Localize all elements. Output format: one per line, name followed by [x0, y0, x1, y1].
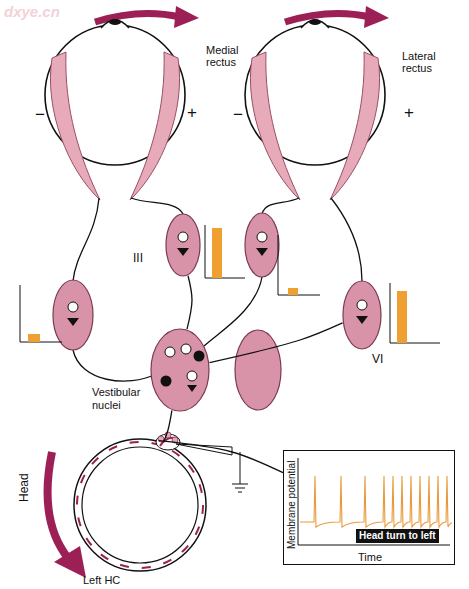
nerve-fiber — [331, 198, 362, 281]
cornea — [301, 20, 329, 28]
excitatory-pathway — [210, 323, 343, 363]
watermark: dxye.cn — [4, 4, 84, 20]
node-text: Head turn to left — [356, 529, 439, 543]
ground-symbol — [232, 484, 248, 492]
canal-outer-wall — [74, 439, 206, 571]
horizontal-canal: Left HC — [73, 438, 207, 572]
polarity-sign: + — [187, 104, 201, 122]
neuron-soma — [68, 302, 78, 312]
pupil — [109, 19, 121, 25]
eye-muscle — [50, 52, 100, 200]
vestibular-nuclei: Vestibular nuclei — [150, 328, 210, 412]
node-outline — [165, 213, 201, 277]
ground-wire — [240, 452, 241, 484]
eye-muscle — [250, 52, 300, 200]
node-text: Time — [284, 551, 456, 564]
firing-rate-bar — [212, 228, 222, 278]
eye-muscle — [330, 52, 380, 200]
nerve-fiber — [131, 198, 183, 214]
head-rotation-arrow — [48, 452, 68, 558]
hair-cell — [165, 432, 171, 438]
canal-inner-wall — [82, 447, 198, 563]
neuron-soma — [257, 232, 267, 242]
node-outline — [73, 438, 207, 572]
muscle-name: Medial rectus — [206, 44, 252, 68]
bar-chart-axis — [205, 225, 245, 278]
node-label: III — [133, 251, 161, 265]
recording-electrode — [176, 444, 232, 455]
arrow-head — [364, 6, 389, 28]
polarity-sign: − — [233, 106, 247, 124]
hair-cell — [172, 437, 178, 443]
rotation-label: Head — [18, 462, 32, 502]
node-label: Vestibular nuclei — [92, 386, 148, 412]
arrow-head — [54, 546, 86, 578]
muscle-name: Lateral rectus — [402, 50, 452, 74]
arrow-head — [174, 6, 199, 28]
nucleus-ellipse — [151, 329, 209, 411]
abducens-nucleus: VI — [342, 280, 382, 350]
polarity-sign: − — [35, 106, 49, 124]
bar-chart-axis — [278, 235, 320, 295]
endolymph-flow — [77, 442, 203, 568]
recording-wire — [159, 441, 283, 473]
synapse-terminal — [67, 318, 79, 326]
nerve-fiber — [73, 350, 156, 381]
firing-rate-bar — [28, 334, 40, 342]
nerve-fiber — [73, 198, 99, 281]
nerve-fiber — [262, 198, 299, 214]
firing-rate-bar — [288, 288, 298, 295]
node-label: Membrane potential — [286, 455, 298, 555]
node-label: Left HC — [83, 574, 143, 587]
excitatory-pathway — [187, 276, 192, 329]
nucleus-ellipse — [166, 214, 200, 276]
firing-rate-bar — [397, 291, 407, 343]
oculomotor-nucleus: III — [165, 213, 201, 277]
bar-chart-axis — [20, 285, 62, 342]
synapse-terminal — [256, 248, 268, 256]
eye-rotation-arrow — [95, 13, 180, 22]
node-label: VI — [372, 352, 402, 366]
motor-nucleus — [53, 280, 93, 350]
node-outline — [342, 280, 382, 350]
nucleus-ellipse — [235, 330, 281, 410]
motor-nucleus — [245, 213, 279, 277]
polarity-sign: + — [404, 104, 418, 122]
cornea — [101, 20, 129, 28]
bar-chart-axis — [390, 283, 440, 343]
node-outline — [150, 328, 210, 412]
eye-rotation-arrow — [285, 13, 370, 22]
afferent-fiber — [163, 410, 171, 442]
pupil — [309, 19, 321, 25]
eye-muscle — [130, 52, 180, 200]
nucleus-ellipse — [343, 281, 381, 349]
recording-graph: Membrane potentialTime Head turn to left — [283, 450, 455, 565]
